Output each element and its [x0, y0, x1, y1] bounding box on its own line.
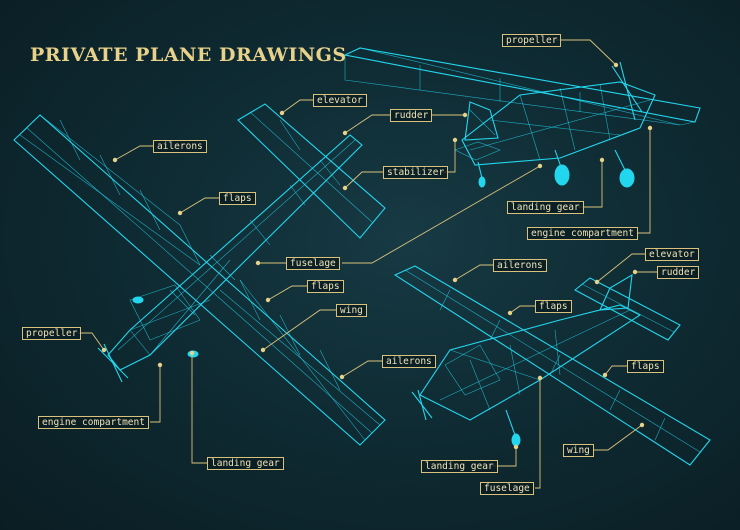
label-fuselage-left: fuselage — [286, 257, 340, 270]
label-flaps-center: flaps — [307, 280, 344, 293]
label-ailerons-left: ailerons — [153, 140, 207, 153]
label-landing-gear-top: landing gear — [507, 201, 584, 214]
label-stabilizer: stabilizer — [383, 166, 449, 179]
label-flaps-right: flaps — [627, 360, 664, 373]
leader-lines — [78, 39, 657, 489]
label-flaps-bottom: flaps — [535, 300, 572, 313]
label-elevator-bottom: elevator — [645, 248, 699, 261]
label-elevator-left: elevator — [313, 94, 367, 107]
iso-plane-wireframe — [393, 265, 711, 466]
label-rudder-top: rudder — [390, 109, 433, 122]
label-propeller-left: propeller — [22, 327, 82, 340]
label-propeller-top: propeller — [502, 34, 562, 47]
label-landing-gear-left: landing gear — [207, 457, 284, 470]
label-ailerons-bottom: ailerons — [493, 259, 547, 272]
label-engine-compartment-top: engine compartment — [527, 227, 638, 240]
label-fuselage-bottom: fuselage — [480, 482, 534, 495]
label-flaps-left: flaps — [219, 192, 256, 205]
large-plane-wireframe — [13, 103, 386, 446]
side-plane-wireframe — [343, 47, 701, 188]
label-ailerons-left-lower: ailerons — [382, 355, 436, 368]
label-engine-compartment-left: engine compartment — [38, 416, 149, 429]
label-wing-bottom: wing — [563, 444, 594, 457]
page-title: PRIVATE PLANE DRAWINGS — [30, 44, 347, 66]
label-wing-left: wing — [336, 304, 367, 317]
label-rudder-bottom: rudder — [657, 266, 700, 279]
label-landing-gear-bottom: landing gear — [421, 460, 498, 473]
